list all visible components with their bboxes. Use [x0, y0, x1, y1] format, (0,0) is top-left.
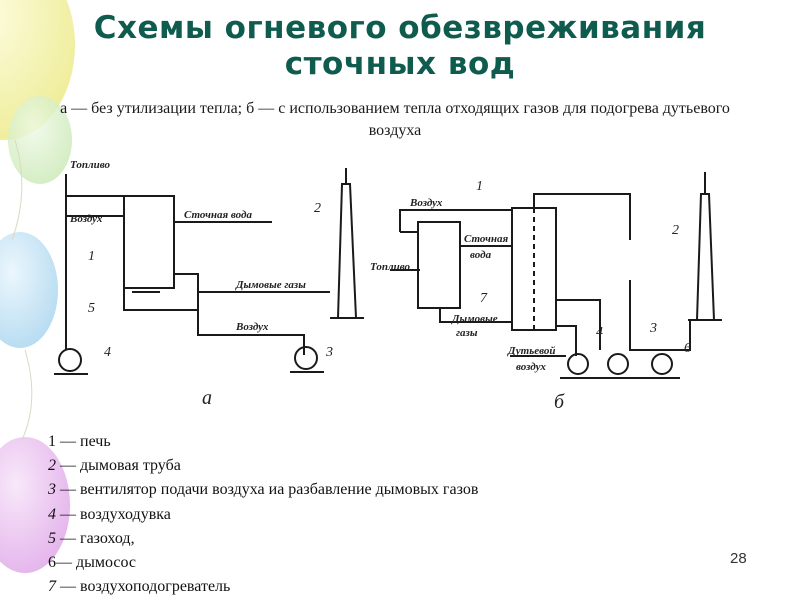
balloon-string: [11, 139, 23, 241]
balloon-string: [21, 349, 33, 441]
slide-title: Схемы огневого обезвреживания сточных во…: [0, 10, 800, 82]
label-b-flue-gases-1: Дымовые: [451, 313, 498, 325]
caption-b: б: [554, 391, 565, 413]
scheme-b: [390, 172, 722, 379]
legend-list: 1 — печь 2 — дымовая труба 3 — вентилято…: [48, 430, 668, 599]
dilution-air-line-a: [197, 290, 305, 355]
flue-gases-b: [439, 308, 512, 323]
title-line-2: сточных вод: [284, 46, 516, 82]
blower-b: [567, 353, 589, 375]
label-a-fuel: Топливо: [70, 159, 110, 171]
label-b-flue-gases-2: газы: [456, 327, 478, 339]
num-a-3: 3: [325, 345, 333, 360]
legend-text: — дымосос: [56, 554, 137, 572]
furnace-b: [417, 221, 461, 309]
legend-num: 6: [48, 554, 56, 572]
air-line-b: [399, 209, 512, 232]
legend-item: 5 — газоход,: [48, 527, 668, 551]
blower-a: [58, 348, 82, 372]
label-a-flue-gases: Дымовые газы: [235, 279, 306, 291]
legend-text: — вентилятор подачи воздуха иа разбавлен…: [56, 481, 479, 499]
legend-text: — воздуходувка: [56, 505, 171, 523]
legend-item: 3 — вентилятор подачи воздуха иа разбавл…: [48, 478, 668, 502]
num-b-3: 3: [649, 321, 657, 336]
scheme-a: [54, 168, 364, 375]
legend-num: 3: [48, 481, 56, 499]
legend-num: 1: [48, 433, 56, 450]
label-a-air: Воздух: [69, 213, 103, 225]
label-b-fuel: Топливо: [370, 261, 410, 273]
label-a-air-dilution: Воздух: [235, 321, 269, 333]
exhauster-b: [651, 353, 673, 375]
balloon-pink: [0, 437, 70, 573]
legend-text: — печь: [56, 433, 111, 450]
legend-num: 7: [48, 578, 56, 596]
legend-text: — дымовая труба: [56, 457, 181, 475]
fan-b: [607, 353, 629, 375]
label-b-blast-air-1: Дутьевой: [507, 345, 556, 357]
balloon-blue: [0, 232, 58, 348]
legend-num: 4: [48, 505, 56, 523]
label-a-waste-water: Сточная вода: [184, 209, 252, 221]
label-b-waste-water-2: вода: [470, 249, 492, 261]
title-line-1: Схемы огневого обезвреживания: [93, 10, 707, 46]
legend-item: 1 — печь: [48, 430, 668, 454]
slide-subtitle: а — без утилизации тепла; б — с использо…: [60, 100, 730, 139]
legend-item: 2 — дымовая труба: [48, 454, 668, 478]
num-a-1: 1: [88, 249, 95, 264]
num-a-5: 5: [88, 301, 95, 316]
legend-num: 5: [48, 529, 56, 547]
legend-item: 7 — воздухоподогреватель: [48, 575, 668, 599]
legend-text: — газоход,: [56, 529, 135, 547]
legend-item: 6— дымосос: [48, 551, 668, 575]
fan-a: [294, 346, 318, 370]
stack-b: [695, 193, 716, 321]
num-b-1: 1: [476, 179, 483, 194]
label-b-blast-air-2: воздух: [516, 361, 546, 373]
num-b-2: 2: [672, 223, 679, 238]
flue-top-b: [533, 193, 631, 240]
label-b-air: Воздух: [409, 197, 443, 209]
furnace-a: [123, 195, 175, 289]
num-b-4: 4: [596, 325, 603, 340]
num-b-7: 7: [480, 291, 488, 306]
label-b-waste-water-1: Сточная: [464, 233, 509, 245]
duct-b-4: [556, 325, 577, 356]
stack-a: [336, 183, 358, 319]
legend-item: 4 — воздуходувка: [48, 503, 668, 527]
balloon-green: [8, 96, 72, 184]
legend-text: — воздухоподогреватель: [56, 578, 231, 596]
num-a-4: 4: [104, 345, 111, 360]
num-a-2: 2: [314, 201, 321, 216]
caption-a: а: [202, 387, 212, 409]
duct-b-6: [556, 299, 601, 350]
legend-num: 2: [48, 457, 56, 475]
page-number: 28: [730, 550, 747, 567]
num-b-6: 6: [684, 341, 691, 356]
duct-b-stack: [629, 280, 691, 351]
process-diagram: Топливо Воздух Сточная вода Дымовые газы…: [54, 159, 722, 413]
